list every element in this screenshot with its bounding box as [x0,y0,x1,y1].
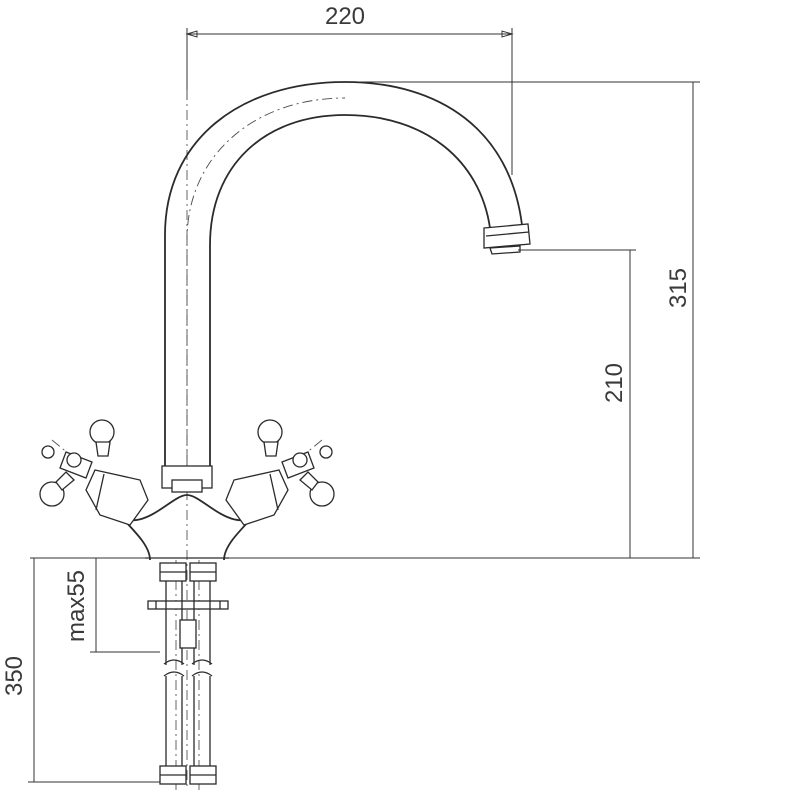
dimension-total-height: 315 [30,81,700,559]
dimension-hose-length: 350 [1,558,160,783]
dimension-label-max55: max55 [63,570,90,642]
supply-hoses [147,562,229,785]
faucet-spout [164,81,531,470]
dimension-label-315: 315 [665,268,692,308]
left-cross-handle [39,419,149,526]
dimension-spout-height: 210 [518,249,636,558]
dimension-label-350: 350 [1,656,28,696]
dimension-label-220: 220 [325,3,365,30]
dimension-deck-thickness: max55 [63,558,160,653]
right-cross-handle [225,419,335,526]
dimension-spout-reach: 220 [185,3,514,175]
dimension-label-210: 210 [601,363,628,403]
